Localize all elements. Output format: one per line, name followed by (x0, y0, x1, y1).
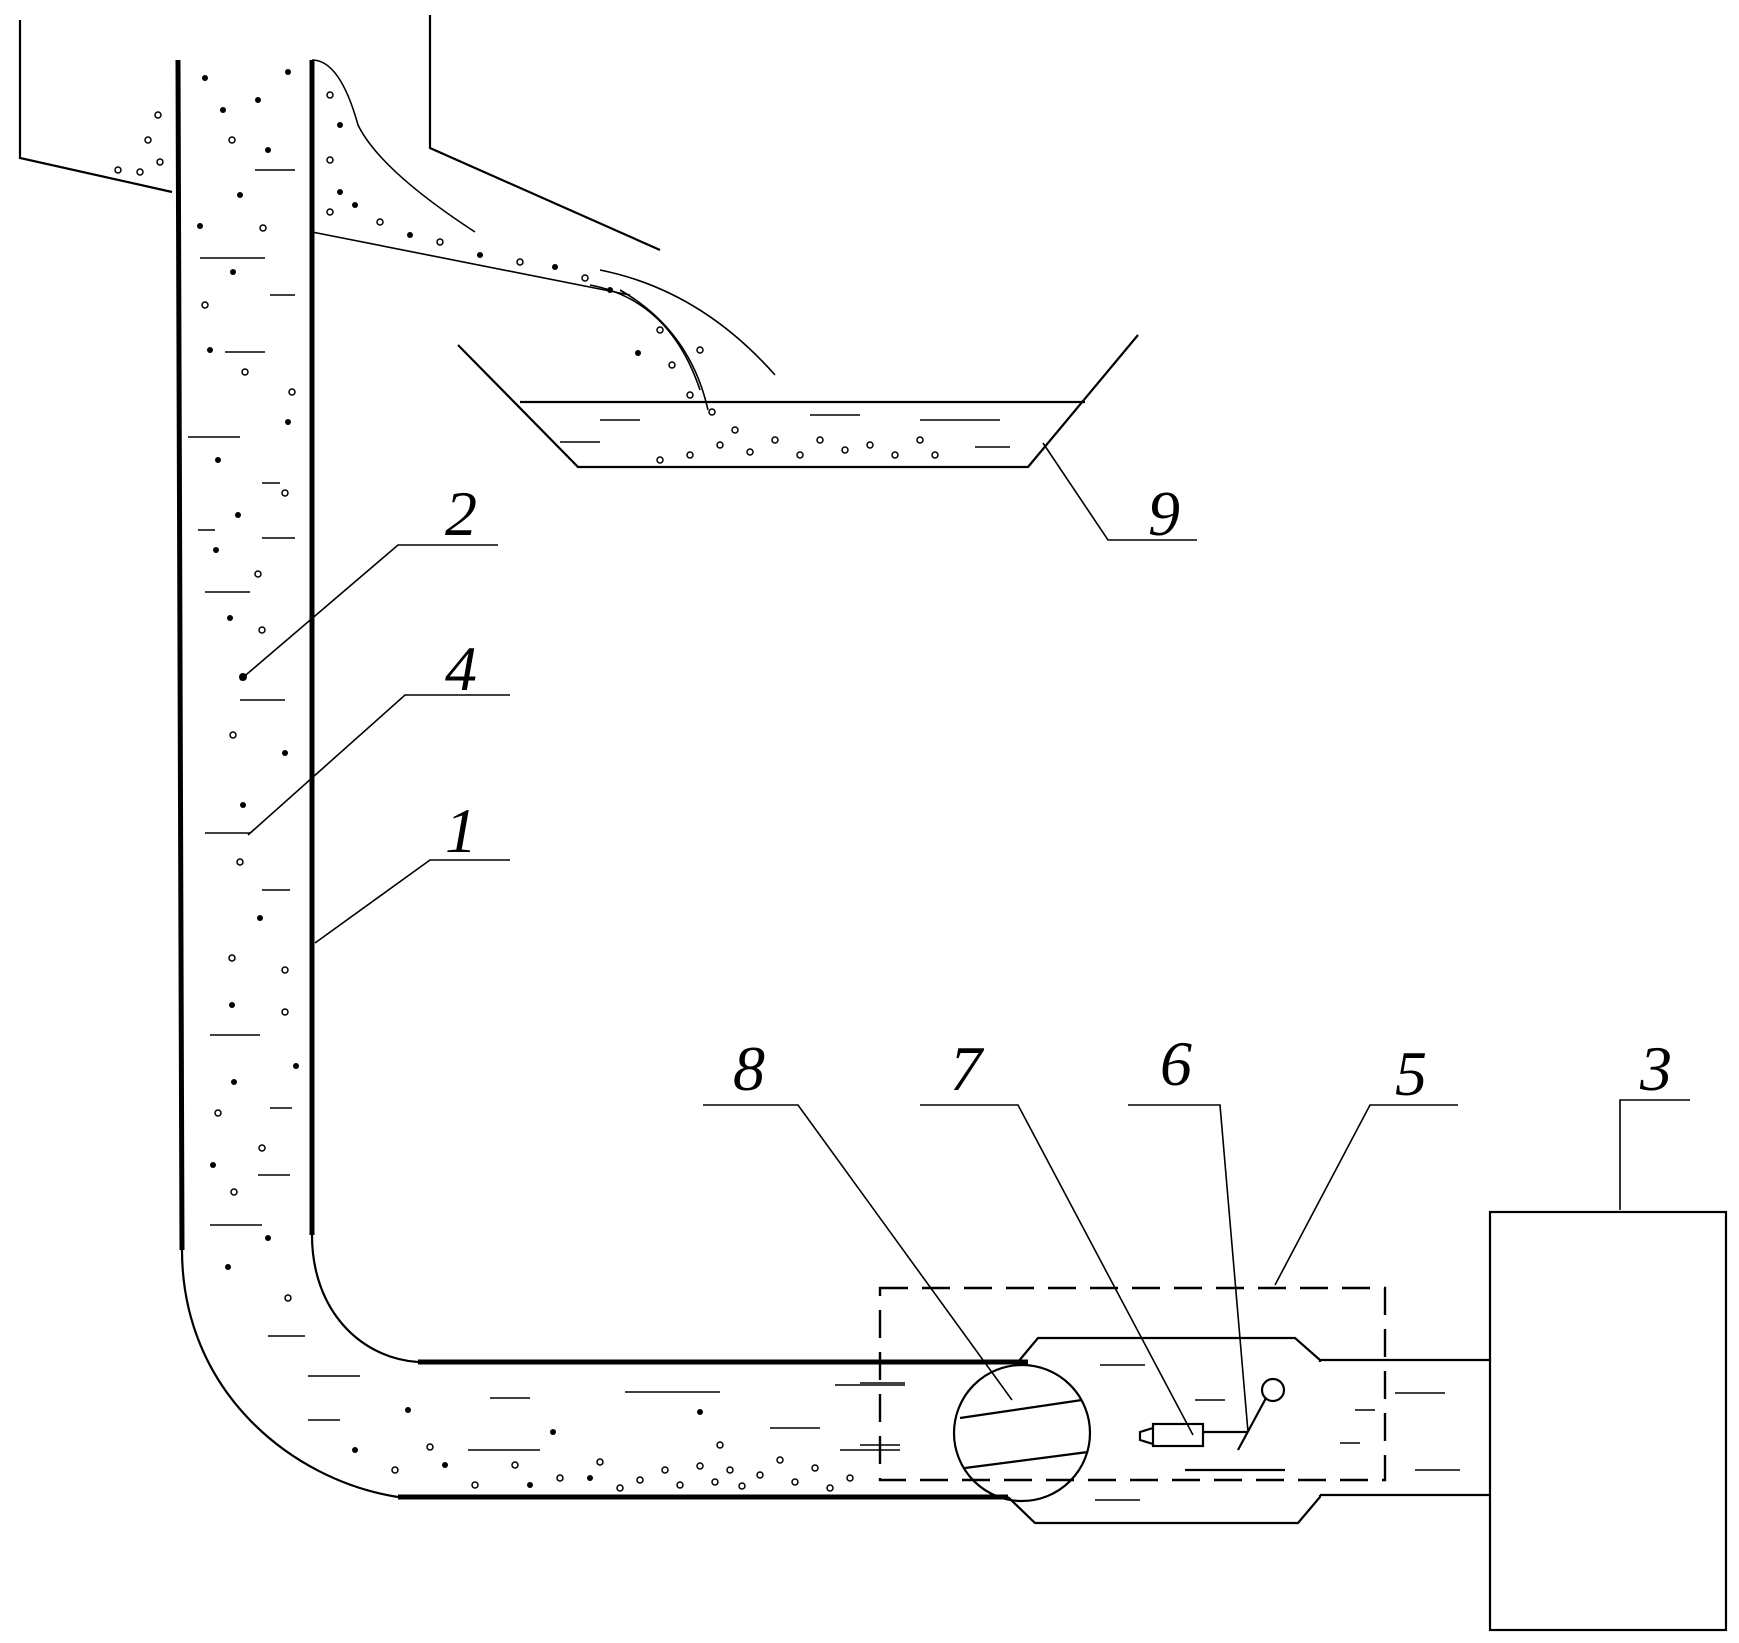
label-9: 9 (1148, 478, 1180, 549)
liquid-marks (188, 170, 905, 1450)
sensor (1140, 1424, 1248, 1446)
label-8: 8 (733, 1033, 765, 1104)
leader-lines (240, 443, 1690, 1435)
pipe (178, 60, 1028, 1497)
label-3: 3 (1639, 1033, 1672, 1104)
ground-lines (20, 15, 660, 250)
label-6: 6 (1160, 1028, 1192, 1099)
label-5: 5 (1395, 1038, 1427, 1109)
label-2: 2 (445, 478, 477, 549)
particles (115, 69, 938, 1491)
label-4: 4 (445, 633, 477, 704)
label-1: 1 (445, 795, 477, 866)
label-7: 7 (950, 1033, 985, 1104)
unit-box (1490, 1212, 1726, 1630)
discharge-chute (312, 60, 775, 410)
collecting-tank (458, 335, 1138, 467)
